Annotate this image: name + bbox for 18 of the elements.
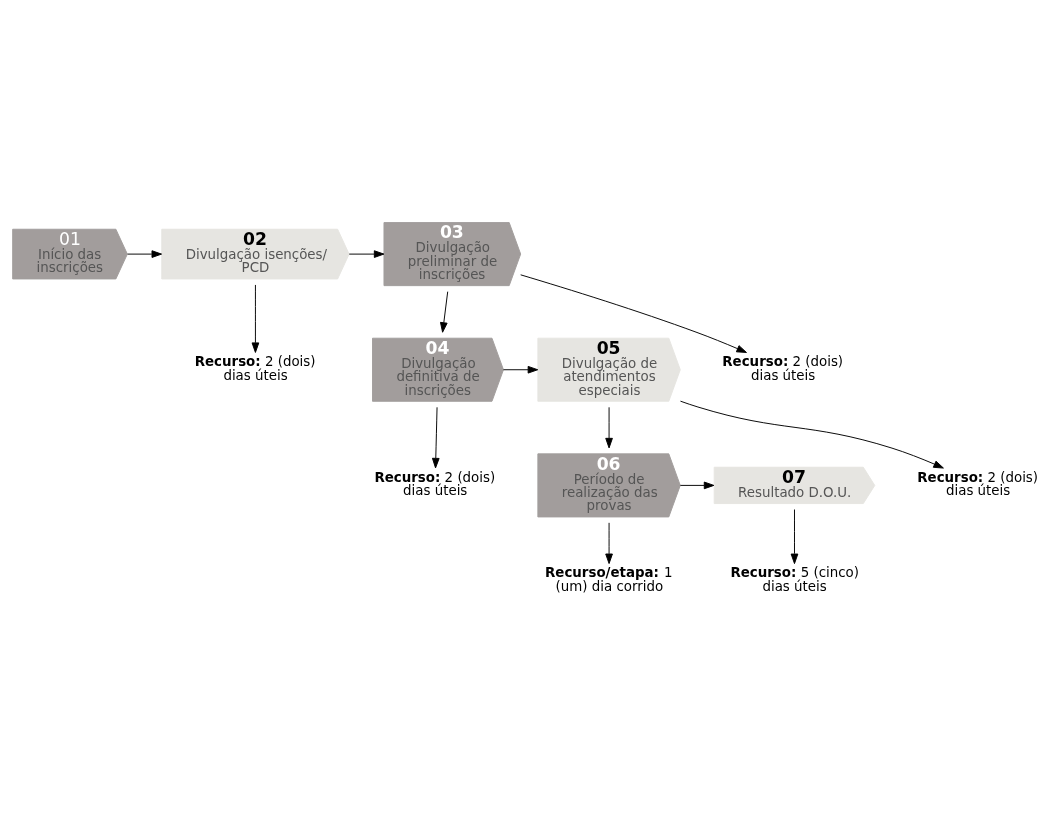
arrow <box>605 406 613 449</box>
arrow <box>431 406 440 469</box>
node-text: Recurso: 2 (dois) dias úteis <box>722 354 844 383</box>
arrow <box>790 509 799 565</box>
arrow <box>348 250 385 258</box>
node-text: Recurso: 2 (dois) dias úteis <box>194 354 316 383</box>
arrow <box>679 481 715 490</box>
arrow <box>503 365 539 374</box>
node-text: Recurso/etapa: 1 (um) dia corrido <box>545 565 673 594</box>
node-text: Recurso: 2 (dois) dias úteis <box>374 469 496 499</box>
arrow <box>127 250 163 258</box>
arrow <box>520 274 747 353</box>
node-text: Recurso: 2 (dois) dias úteis <box>917 469 1039 499</box>
arrow <box>440 291 449 333</box>
arrow <box>605 522 613 565</box>
node-text: Recurso: 5 (cinco) dias úteis <box>730 565 859 594</box>
arrow <box>680 400 944 469</box>
arrow <box>251 284 260 353</box>
